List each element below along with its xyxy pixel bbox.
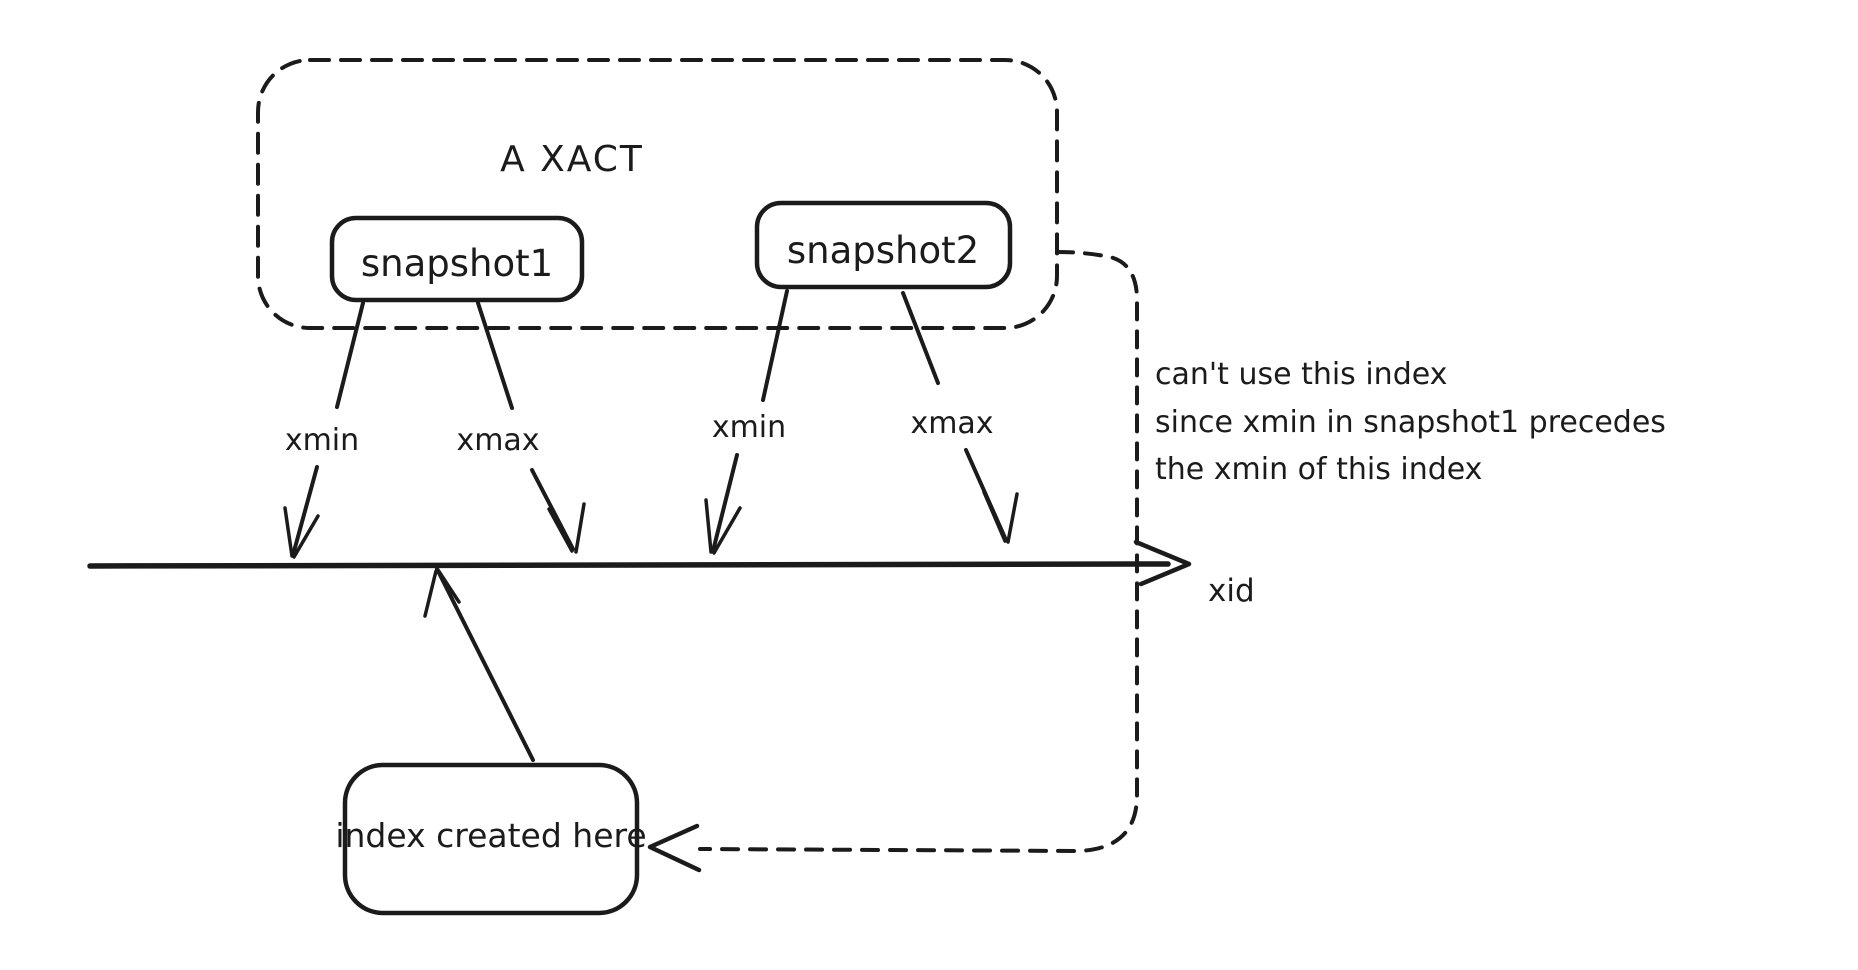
annotation-line-1: can't use this index xyxy=(1155,357,1447,392)
arrowhead-left-icon xyxy=(647,823,702,873)
arrowhead-down-icon xyxy=(982,490,1019,544)
index-created-box xyxy=(342,762,640,916)
snapshot2-xmax-arrow: xmax xyxy=(901,291,1019,544)
transaction-dashed-box xyxy=(256,58,1059,330)
transaction-label: A XACT xyxy=(500,139,644,180)
arrowhead-down-icon xyxy=(704,498,742,555)
index-position-arrow xyxy=(423,567,535,762)
snapshot1-xmin-arrow: xmin xyxy=(283,301,365,559)
snapshot2-group: snapshot2 xyxy=(754,200,1013,290)
snapshot1-box xyxy=(329,215,585,303)
snapshot1-label: snapshot1 xyxy=(361,242,553,285)
snapshot1-xmin-label: xmin xyxy=(285,423,359,458)
annotation-line-3: the xmin of this index xyxy=(1155,452,1482,487)
snapshot2-label: snapshot2 xyxy=(787,229,979,272)
index-created-label: index created here xyxy=(335,816,646,855)
xid-timeline: xid xyxy=(87,539,1255,609)
snapshot2-box xyxy=(754,200,1013,290)
snapshot1-xmax-arrow: xmax xyxy=(456,301,586,554)
index-created-group: index created here xyxy=(335,762,647,916)
snapshot2-xmax-label: xmax xyxy=(910,406,993,441)
annotation-text: can't use this index since xmin in snaps… xyxy=(1155,357,1666,487)
snapshot1-xmax-label: xmax xyxy=(456,423,539,458)
arrowhead-up-icon xyxy=(423,568,461,618)
arrowhead-down-icon xyxy=(547,502,586,554)
snapshot2-xmin-label: xmin xyxy=(712,410,786,445)
index-reference-dashed-connector xyxy=(647,250,1139,873)
arrowhead-down-icon xyxy=(283,506,320,559)
timeline-line xyxy=(87,561,1171,569)
arrowhead-right-icon xyxy=(1133,539,1192,587)
transaction-group: A XACT xyxy=(256,58,1059,330)
annotation-line-2: since xmin in snapshot1 precedes xyxy=(1155,405,1666,440)
xid-axis-label: xid xyxy=(1208,573,1255,609)
snapshot1-group: snapshot1 xyxy=(329,215,585,303)
snapshot2-xmin-arrow: xmin xyxy=(704,289,789,555)
